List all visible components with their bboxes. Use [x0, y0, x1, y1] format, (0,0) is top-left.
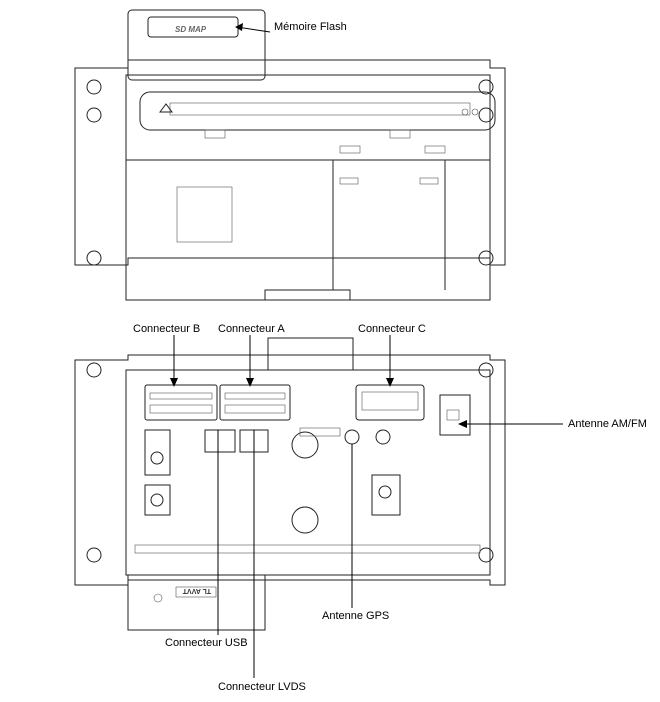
label-gps-antenna: Antenne GPS: [322, 610, 390, 622]
label-usb-connector: Connecteur USB: [165, 637, 248, 649]
label-connector-c: Connecteur C: [358, 323, 426, 335]
label-lvds-connector: Connecteur LVDS: [218, 681, 306, 693]
label-connector-a: Connecteur A: [218, 323, 285, 335]
sd-card-marking: SD MAP: [175, 25, 207, 34]
label-connector-b: Connecteur B: [133, 323, 201, 335]
rear-view: TL AVVT: [74, 335, 563, 678]
label-flash-memory: Mémoire Flash: [274, 21, 347, 33]
label-am-fm-antenna: Antenne AM/FM: [568, 418, 647, 430]
bottom-label-marking: TL AVVT: [182, 587, 211, 594]
front-view: SD MAP: [74, 9, 506, 301]
